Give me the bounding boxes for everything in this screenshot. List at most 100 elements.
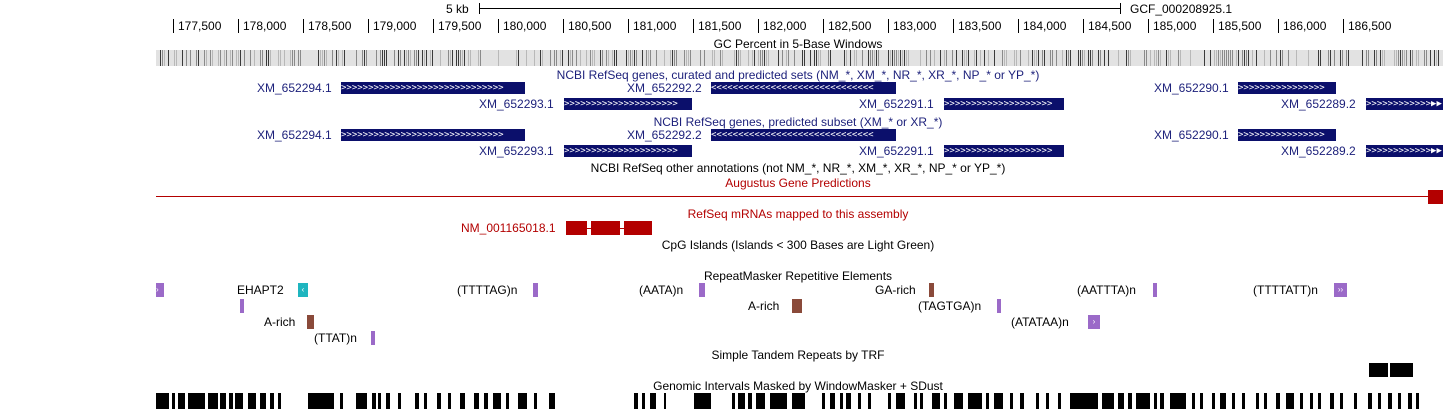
gene-label[interactable]: XM_652289.2 (1281, 97, 1356, 111)
windowmasker-interval[interactable] (830, 393, 835, 409)
gene-label[interactable]: XM_652292.2 (627, 81, 702, 95)
windowmasker-interval[interactable] (1310, 393, 1313, 409)
windowmasker-interval[interactable] (920, 393, 923, 409)
windowmasker-interval[interactable] (1200, 393, 1203, 409)
augustus-intron-line[interactable] (156, 196, 1428, 197)
gene-XM_652293.1[interactable]: >>>>>>>>>>>>>>>>>>>>> (564, 98, 692, 110)
gene-label[interactable]: XM_652289.2 (1281, 144, 1356, 158)
windowmasker-interval[interactable] (378, 393, 381, 409)
windowmasker-interval[interactable] (732, 393, 735, 409)
windowmasker-interval[interactable] (1388, 393, 1392, 409)
windowmasker-interval[interactable] (340, 393, 343, 409)
windowmasker-interval[interactable] (868, 393, 871, 409)
repeat-label[interactable]: (AATTTA)n (1077, 283, 1136, 297)
windowmasker-interval[interactable] (484, 393, 488, 409)
gene-label[interactable]: XM_652291.1 (859, 144, 934, 158)
windowmasker-interval[interactable] (208, 393, 218, 409)
windowmasker-interval[interactable] (694, 393, 711, 409)
windowmasker-interval[interactable] (506, 393, 509, 409)
windowmasker-interval[interactable] (932, 393, 940, 409)
windowmasker-interval[interactable] (1276, 393, 1280, 409)
windowmasker-interval[interactable] (220, 393, 226, 409)
windowmasker-intervals[interactable] (0, 393, 1443, 409)
trf-element[interactable] (1369, 363, 1388, 377)
windowmasker-interval[interactable] (1318, 393, 1321, 409)
windowmasker-interval[interactable] (460, 393, 465, 409)
windowmasker-interval[interactable] (1212, 393, 1215, 409)
repeat-label[interactable]: (TAGTGA)n (918, 299, 982, 313)
windowmasker-interval[interactable] (738, 393, 745, 409)
repeat-label[interactable]: EHAPT2 (237, 283, 284, 297)
mrna-exon[interactable] (566, 221, 587, 235)
windowmasker-interval[interactable] (1102, 393, 1114, 409)
windowmasker-interval[interactable] (1256, 393, 1259, 409)
windowmasker-interval[interactable] (1170, 393, 1186, 409)
windowmasker-interval[interactable] (493, 393, 501, 409)
gene-label[interactable]: XM_652290.1 (1154, 81, 1229, 95)
windowmasker-interval[interactable] (1058, 393, 1061, 409)
gene-label[interactable]: XM_652294.1 (257, 81, 332, 95)
windowmasker-interval[interactable] (474, 393, 479, 409)
windowmasker-interval[interactable] (994, 393, 1003, 409)
windowmasker-interval[interactable] (1264, 393, 1267, 409)
mrna-exon[interactable] (591, 221, 620, 235)
repeat-element[interactable] (792, 299, 802, 313)
repeat-element[interactable] (371, 331, 375, 345)
windowmasker-interval[interactable] (888, 393, 891, 409)
windowmasker-interval[interactable] (448, 393, 451, 409)
gene-XM_652293.1[interactable]: >>>>>>>>>>>>>>>>>>>>> (564, 145, 692, 157)
windowmasker-interval[interactable] (792, 393, 805, 409)
windowmasker-interval[interactable] (748, 393, 752, 409)
augustus-exon[interactable] (1428, 190, 1443, 204)
windowmasker-interval[interactable] (1128, 393, 1132, 409)
gene-label[interactable]: XM_652293.1 (479, 97, 554, 111)
windowmasker-interval[interactable] (229, 393, 233, 409)
windowmasker-interval[interactable] (840, 393, 843, 409)
windowmasker-interval[interactable] (1340, 393, 1343, 409)
repeat-label[interactable]: (TTAT)n (314, 331, 357, 345)
windowmasker-interval[interactable] (518, 393, 527, 409)
windowmasker-interval[interactable] (437, 393, 441, 409)
windowmasker-interval[interactable] (1070, 393, 1098, 409)
windowmasker-interval[interactable] (846, 393, 851, 409)
windowmasker-interval[interactable] (756, 393, 765, 409)
windowmasker-interval[interactable] (1010, 393, 1013, 409)
gene-label[interactable]: XM_652290.1 (1154, 128, 1229, 142)
windowmasker-interval[interactable] (424, 393, 427, 409)
gene-XM_652292.2[interactable]: <<<<<<<<<<<<<<<<<<<<<<<<<<<<<< (711, 82, 896, 94)
windowmasker-interval[interactable] (896, 393, 905, 409)
gene-label[interactable]: XM_652293.1 (479, 144, 554, 158)
windowmasker-interval[interactable] (308, 393, 334, 409)
windowmasker-interval[interactable] (356, 393, 367, 409)
windowmasker-interval[interactable] (1408, 393, 1412, 409)
mrna-label[interactable]: NM_001165018.1 (461, 221, 556, 235)
repeat-element[interactable]: ‹ (298, 283, 308, 297)
windowmasker-interval[interactable] (1046, 393, 1049, 409)
repeat-element[interactable]: › (1088, 315, 1100, 329)
windowmasker-interval[interactable] (235, 393, 243, 409)
gene-XM_652291.1[interactable]: >>>>>>>>>>>>>>>>>>>> (944, 145, 1064, 157)
windowmasker-interval[interactable] (664, 393, 666, 409)
windowmasker-interval[interactable] (1020, 393, 1024, 409)
windowmasker-interval[interactable] (270, 393, 274, 409)
windowmasker-interval[interactable] (1286, 393, 1294, 409)
windowmasker-interval[interactable] (1192, 393, 1195, 409)
windowmasker-interval[interactable] (172, 393, 175, 409)
windowmasker-interval[interactable] (415, 393, 419, 409)
mrna-exon[interactable] (624, 221, 652, 235)
gene-XM_652290.1[interactable]: >>>>>>>>>>>>>>>> (1238, 82, 1336, 94)
gene-label[interactable]: XM_652292.2 (627, 128, 702, 142)
repeat-element[interactable] (699, 283, 705, 297)
windowmasker-interval[interactable] (858, 393, 861, 409)
windowmasker-interval[interactable] (1242, 393, 1245, 409)
windowmasker-interval[interactable] (986, 393, 989, 409)
windowmasker-interval[interactable] (1368, 393, 1372, 409)
repeat-element[interactable] (240, 299, 244, 313)
repeat-element[interactable] (1153, 283, 1157, 297)
windowmasker-interval[interactable] (944, 393, 947, 409)
windowmasker-interval[interactable] (1160, 393, 1164, 409)
repeat-label[interactable]: A-rich (748, 299, 780, 313)
repeat-label[interactable]: A-rich (264, 315, 296, 329)
windowmasker-interval[interactable] (248, 393, 256, 409)
